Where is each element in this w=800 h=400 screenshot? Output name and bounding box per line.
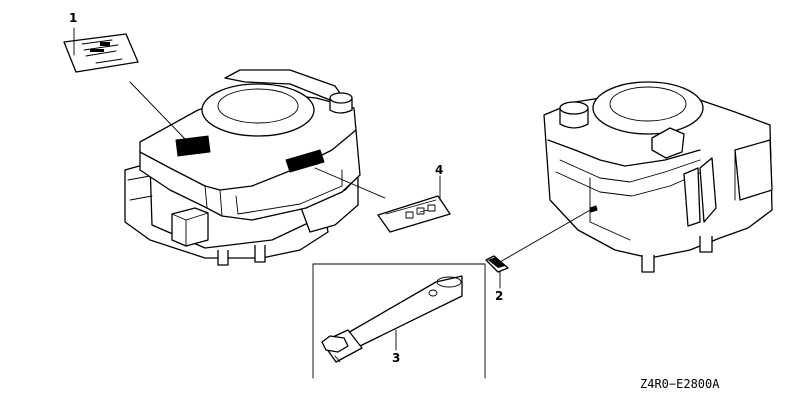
tool-frame: [312, 263, 486, 379]
callout-1: 1: [69, 11, 77, 25]
decal-1: [63, 33, 139, 73]
engine-right: [543, 81, 773, 273]
callout-4: 4: [435, 163, 443, 177]
decal-1-marker: [175, 135, 211, 157]
drawing-code: Z4R0−E2800A: [640, 377, 720, 391]
callout-2: 2: [495, 289, 503, 303]
callout-3: 3: [392, 351, 400, 365]
decal-4-marker: [285, 149, 325, 173]
decal-2: [485, 255, 509, 273]
engine-left: [124, 69, 361, 266]
decal-4: [377, 195, 451, 233]
tool-wrench: [321, 275, 463, 363]
